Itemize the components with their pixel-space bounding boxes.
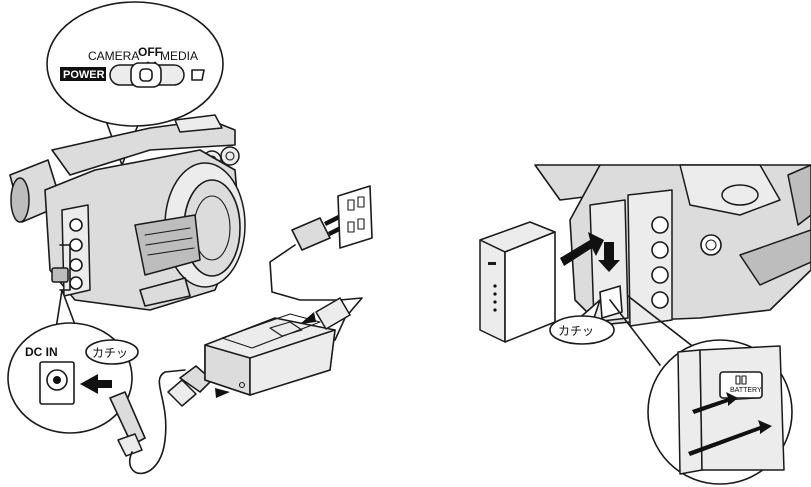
click-label-left: カチッ: [92, 346, 128, 360]
off-label: OFF: [138, 45, 162, 59]
power-switch-knob: [131, 63, 161, 87]
battery-label: BATTERY: [730, 387, 762, 394]
left-illustration: CAMERA OFF MEDIA POWER: [8, 2, 372, 473]
ac-adapter: [205, 314, 335, 395]
right-illustration: カチッ BATTERY: [480, 165, 811, 484]
insert-arrow-adapter: [215, 388, 230, 398]
click-label-right: カチッ: [558, 324, 594, 338]
camcorder-left: [10, 115, 245, 310]
media-label: MEDIA: [160, 49, 198, 63]
power-label: POWER: [63, 69, 105, 81]
camcorder-right: [535, 165, 811, 326]
cord-arrow: [300, 312, 316, 324]
dc-in-label: DC IN: [25, 345, 58, 359]
camera-label: CAMERA: [88, 49, 139, 63]
wall-outlet: [338, 186, 372, 248]
